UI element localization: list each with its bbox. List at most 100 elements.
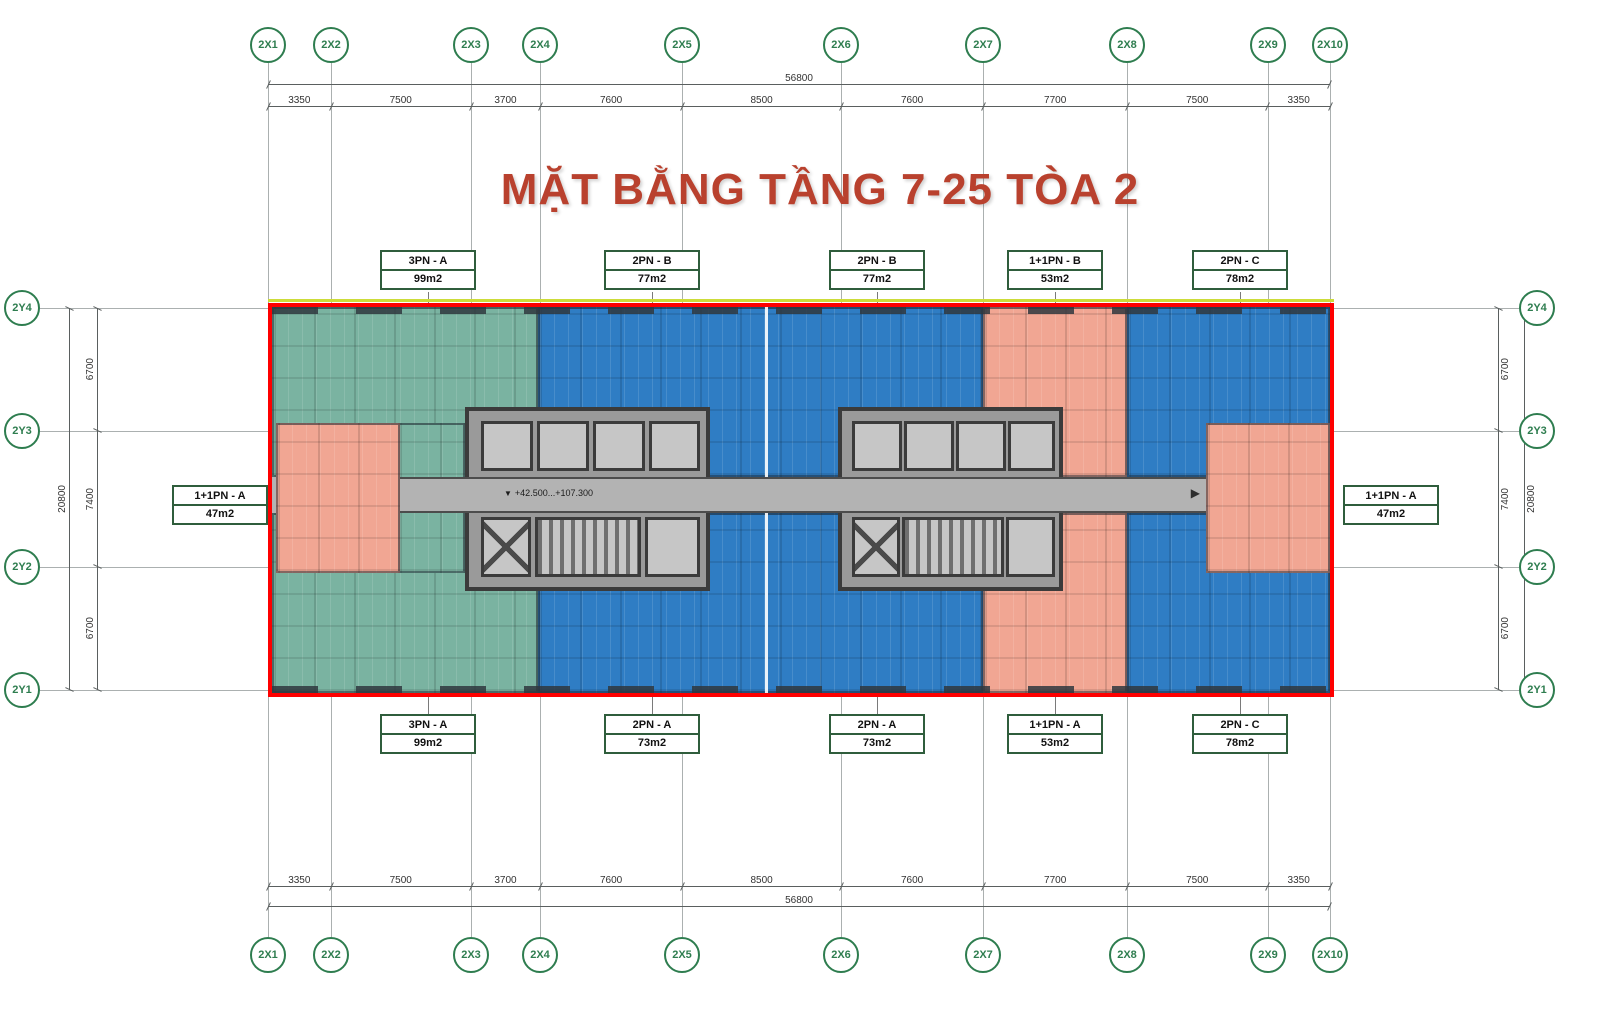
dimension-segment: 7400 <box>1499 431 1512 567</box>
axis-circle-2y4-left: 2Y4 <box>4 290 40 326</box>
unit-label-top-3pn-a: 3PN - A 99m2 <box>380 250 476 290</box>
dimension-segment: 7600 <box>841 872 983 886</box>
dimension-segment: 7700 <box>983 872 1127 886</box>
leader-line <box>1240 292 1241 303</box>
dimension-total-bottom: 56800 <box>268 892 1330 907</box>
dimension-segment: 8500 <box>682 92 841 106</box>
dimension-segment: 3350 <box>268 872 331 886</box>
dimension-segments-right: 6700 7400 6700 <box>1498 308 1512 690</box>
corridor-arrow-icon: ▶ <box>1190 486 1200 500</box>
unit-label-bottom-2pn-a-2: 2PN - A 73m2 <box>829 714 925 754</box>
elevator-cell <box>956 421 1006 471</box>
unit-label-bottom-3pn-a: 3PN - A 99m2 <box>380 714 476 754</box>
service-cell <box>645 517 700 577</box>
dimension-segment: 7500 <box>331 92 471 106</box>
axis-circle-2y3-right: 2Y3 <box>1519 413 1555 449</box>
elevator-cell <box>537 421 589 471</box>
dimension-segment: 3350 <box>1267 92 1330 106</box>
axis-circle-2y2-left: 2Y2 <box>4 549 40 585</box>
stair-well <box>902 517 1004 577</box>
level-marker-icon: ▼ <box>504 489 512 498</box>
unit-label-left-1plus1pn-a: 1+1PN - A 47m2 <box>172 485 268 525</box>
axis-circle-2x1-bottom: 2X1 <box>250 937 286 973</box>
leader-line <box>1240 697 1241 714</box>
apartment-1plus1pn-a-right <box>1206 423 1330 573</box>
apartment-1plus1pn-a-left <box>276 423 400 573</box>
dimension-segment: 7500 <box>331 872 471 886</box>
elevator-cell <box>593 421 645 471</box>
leader-line <box>428 697 429 714</box>
axis-circle-2x9-top: 2X9 <box>1250 27 1286 63</box>
axis-circle-2x8-top: 2X8 <box>1109 27 1145 63</box>
leader-line <box>1055 292 1056 303</box>
stair-well <box>535 517 641 577</box>
dimension-segments-top: 3350 7500 3700 7600 8500 7600 7700 7500 … <box>268 92 1330 107</box>
leader-line <box>877 292 878 303</box>
axis-circle-2y4-right: 2Y4 <box>1519 290 1555 326</box>
service-cell <box>1006 517 1055 577</box>
page-title: MẶT BẰNG TẦNG 7-25 TÒA 2 <box>500 165 1140 214</box>
dimension-segment: 6700 <box>84 567 97 690</box>
leader-line <box>877 697 878 714</box>
dimension-segment: 7700 <box>983 92 1127 106</box>
dimension-segment: 7600 <box>540 872 682 886</box>
axis-circle-2x10-top: 2X10 <box>1312 27 1348 63</box>
dimension-segment: 6700 <box>1499 308 1512 431</box>
axis-circle-2x7-bottom: 2X7 <box>965 937 1001 973</box>
dimension-total-top: 56800 <box>268 70 1330 85</box>
axis-circle-2y1-left: 2Y1 <box>4 672 40 708</box>
dimension-total-right: 20800 <box>1524 308 1538 690</box>
dimension-segment: 6700 <box>1499 567 1512 690</box>
dimension-segments-bottom: 3350 7500 3700 7600 8500 7600 7700 7500 … <box>268 872 1330 887</box>
axis-circle-2x3-bottom: 2X3 <box>453 937 489 973</box>
elevator-cell <box>852 421 902 471</box>
shaft-cell <box>852 517 900 577</box>
leader-line <box>652 697 653 714</box>
dimension-segment: 3350 <box>1267 872 1330 886</box>
dimension-segment: 7500 <box>1127 872 1267 886</box>
axis-circle-2x2-bottom: 2X2 <box>313 937 349 973</box>
elevator-cell <box>904 421 954 471</box>
elevator-cell <box>1008 421 1055 471</box>
axis-circle-2x1-top: 2X1 <box>250 27 286 63</box>
shaft-cell <box>481 517 531 577</box>
dimension-segment: 7500 <box>1127 92 1267 106</box>
dimension-segment: 7400 <box>84 431 97 567</box>
axis-circle-2x10-bottom: 2X10 <box>1312 937 1348 973</box>
dimension-value: 56800 <box>785 895 813 906</box>
dimension-segment: 6700 <box>84 308 97 431</box>
axis-circle-2x4-bottom: 2X4 <box>522 937 558 973</box>
elevation-note: ▼+42.500...+107.300 <box>504 488 593 498</box>
axis-circle-2y3-left: 2Y3 <box>4 413 40 449</box>
plan-top-highlight <box>268 299 1334 302</box>
dimension-value: 56800 <box>785 73 813 84</box>
unit-label-top-2pn-b-1: 2PN - B 77m2 <box>604 250 700 290</box>
dimension-segment: 3700 <box>471 872 540 886</box>
wall-ticks-top <box>272 307 1330 314</box>
axis-circle-2x3-top: 2X3 <box>453 27 489 63</box>
floor-plan: ▼+42.500...+107.300 ▶ <box>268 299 1334 697</box>
axis-circle-2x5-bottom: 2X5 <box>664 937 700 973</box>
dimension-segment: 3700 <box>471 92 540 106</box>
elevator-cell <box>481 421 533 471</box>
dimension-segments-left: 6700 7400 6700 <box>84 308 98 690</box>
axis-circle-2x4-top: 2X4 <box>522 27 558 63</box>
dimension-value: 20800 <box>57 485 68 513</box>
dimension-segment: 7600 <box>540 92 682 106</box>
dimension-total-left: 20800 <box>56 308 70 690</box>
unit-label-bottom-2pn-a-1: 2PN - A 73m2 <box>604 714 700 754</box>
dimension-value: 20800 <box>1526 485 1537 513</box>
unit-label-top-2pn-b-2: 2PN - B 77m2 <box>829 250 925 290</box>
dimension-segment: 3350 <box>268 92 331 106</box>
unit-label-bottom-1plus1pn-a: 1+1PN - A 53m2 <box>1007 714 1103 754</box>
axis-circle-2x2-top: 2X2 <box>313 27 349 63</box>
axis-circle-2x7-top: 2X7 <box>965 27 1001 63</box>
wall-ticks-bottom <box>272 686 1330 693</box>
leader-line <box>1055 697 1056 714</box>
axis-circle-2y2-right: 2Y2 <box>1519 549 1555 585</box>
axis-circle-2y1-right: 2Y1 <box>1519 672 1555 708</box>
axis-circle-2x6-bottom: 2X6 <box>823 937 859 973</box>
axis-circle-2x9-bottom: 2X9 <box>1250 937 1286 973</box>
dimension-segment: 7600 <box>841 92 983 106</box>
